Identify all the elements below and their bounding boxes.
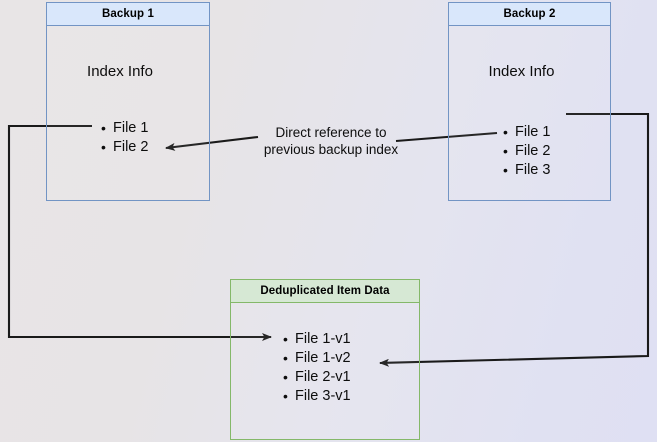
backup-1-file-list: File 1 File 2 [99,119,149,157]
list-item: File 2 [503,142,551,161]
node-backup-1-header: Backup 1 [47,3,209,26]
list-item: File 3 [503,161,551,180]
node-dedup-body: File 1-v1 File 1-v2 File 2-v1 File 3-v1 [231,303,419,439]
node-backup-2-header: Backup 2 [449,3,610,26]
list-item: File 3-v1 [283,387,351,406]
node-backup-2-body: Index Info File 1 File 2 File 3 [449,26,610,200]
dedup-file-list: File 1-v1 File 1-v2 File 2-v1 File 3-v1 [281,330,351,406]
backup-1-index-info-label: Index Info [87,63,153,80]
backup-2-file-list: File 1 File 2 File 3 [501,123,551,180]
list-item: File 1-v1 [283,330,351,349]
node-backup-2[interactable]: Backup 2 Index Info File 1 File 2 File 3 [448,2,611,201]
backup-2-index-info-label: Index Info [488,63,555,80]
annotation-direct-reference: Direct reference to previous backup inde… [263,125,399,157]
node-dedup-header: Deduplicated Item Data [231,280,419,303]
list-item: File 2-v1 [283,368,351,387]
list-item: File 1-v2 [283,349,351,368]
list-item: File 1 [101,119,149,138]
list-item: File 1 [503,123,551,142]
node-backup-1-body: Index Info File 1 File 2 [47,26,209,200]
node-backup-1[interactable]: Backup 1 Index Info File 1 File 2 [46,2,210,201]
list-item: File 2 [101,138,149,157]
node-deduplicated-item-data[interactable]: Deduplicated Item Data File 1-v1 File 1-… [230,279,420,440]
